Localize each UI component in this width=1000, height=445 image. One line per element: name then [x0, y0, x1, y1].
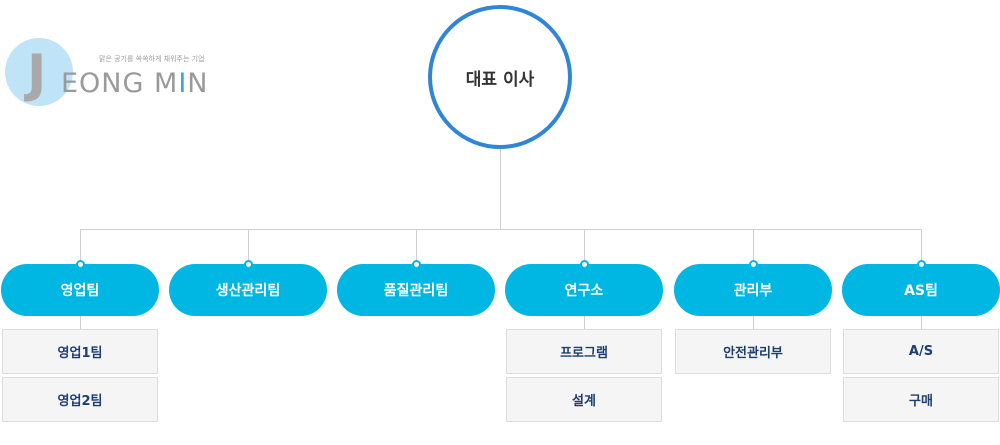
sub-connector-line [584, 316, 585, 329]
company-logo: J 맑은 공기를 쏙쏙하게 채워주는 기업 EONG MIN [5, 38, 245, 108]
dept-label: 영업팀 [60, 283, 100, 299]
sub-connector-line [753, 316, 754, 329]
dept-label: AS팀 [904, 283, 938, 299]
dept-connector-line [248, 229, 249, 265]
sub-team-box: 영업2팀 [2, 377, 158, 422]
logo-letter: J [27, 44, 47, 104]
dept-connector-line [584, 229, 585, 265]
dept-node-as: AS팀 [842, 260, 1000, 316]
dept-connector-line [921, 229, 922, 265]
sub-team-box: 구매 [843, 377, 999, 422]
dept-connector-line [753, 229, 754, 265]
connector-dot [580, 260, 589, 269]
connector-dot [917, 260, 926, 269]
sub-team-label: 설계 [572, 394, 596, 409]
dept-label: 관리부 [733, 283, 773, 299]
logo-word-part2: N [187, 68, 209, 99]
dept-connector-line [80, 229, 81, 265]
sub-team-label: 구매 [909, 394, 933, 409]
sub-connector-line [80, 316, 81, 329]
logo-word-accent: I [178, 68, 188, 99]
dept-node-production: 생산관리팀 [169, 260, 327, 316]
sub-team-label: 안전관리부 [723, 346, 783, 361]
sub-team-box: 설계 [506, 377, 662, 422]
sub-team-label: A/S [908, 344, 934, 359]
sub-team-box: A/S [843, 329, 999, 374]
dept-node-sales: 영업팀 [1, 260, 159, 316]
sub-team-box: 영업1팀 [2, 329, 158, 374]
logo-word-part1: EONG M [61, 68, 179, 99]
dept-node-admin: 관리부 [674, 260, 832, 316]
connector-dot [76, 260, 85, 269]
connector-dot [412, 260, 421, 269]
dept-node-quality: 품질관리팀 [337, 260, 495, 316]
logo-tagline: 맑은 공기를 쏙쏙하게 채워주는 기업 [99, 55, 205, 63]
sub-team-label: 영업1팀 [57, 346, 103, 361]
sub-team-box: 안전관리부 [675, 329, 831, 374]
logo-wordmark: EONG MIN [61, 68, 208, 100]
ceo-connector-line [500, 149, 501, 229]
dept-label: 품질관리팀 [383, 283, 449, 299]
sub-connector-line [921, 316, 922, 329]
dept-connector-line [416, 229, 417, 265]
horizontal-connector-line [80, 229, 921, 230]
sub-team-box: 프로그램 [506, 329, 662, 374]
dept-node-research: 연구소 [505, 260, 663, 316]
ceo-node: 대표 이사 [428, 5, 572, 149]
connector-dot [749, 260, 758, 269]
logo-circle [5, 38, 73, 106]
ceo-label: 대표 이사 [465, 69, 535, 90]
dept-label: 생산관리팀 [215, 283, 281, 299]
dept-label: 연구소 [564, 283, 604, 299]
connector-dot [244, 260, 253, 269]
sub-team-label: 영업2팀 [57, 394, 103, 409]
sub-team-label: 프로그램 [560, 346, 608, 361]
